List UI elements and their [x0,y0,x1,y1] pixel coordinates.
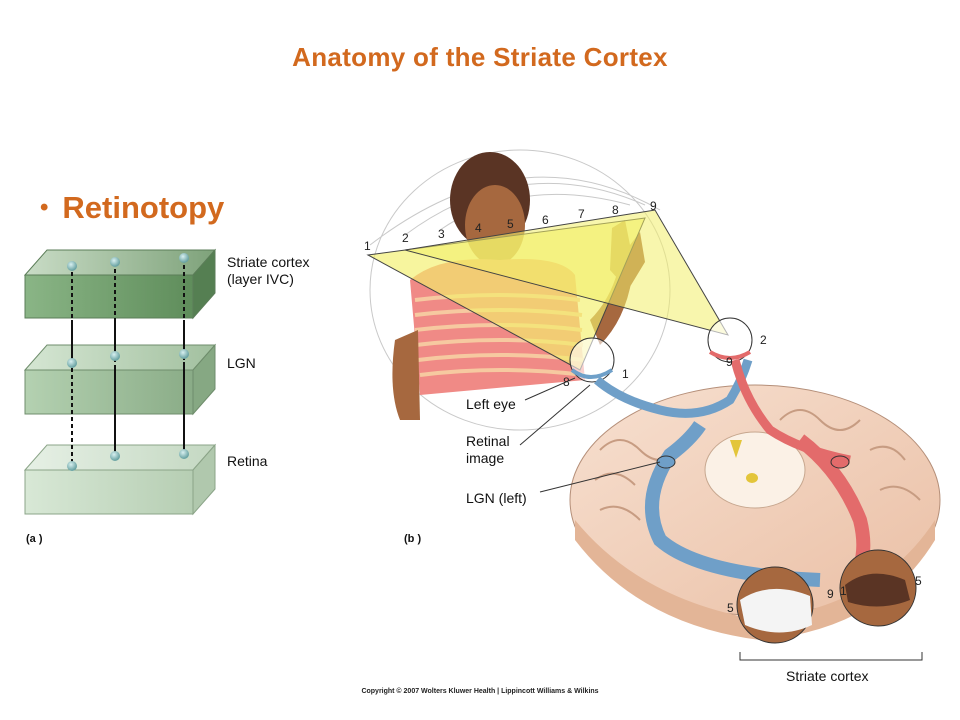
right-eye-number-2: 2 [760,333,767,347]
cortex-number-1: 1 [840,584,847,598]
label-retinal-image: Retinal image [466,433,510,467]
field-number-9: 9 [650,199,657,213]
bullet-text: Retinotopy [62,190,225,225]
striate-cortex-insets [736,549,917,644]
right-eye-number-9: 9 [726,355,733,369]
label-striate-cortex: Striate cortex (layer IVC) [227,254,309,288]
leader-lines [519,377,661,493]
cortex-number-5-left: 5 [727,601,734,615]
bullet-dot: • [40,194,49,221]
label-striate-cortex-line1: Striate cortex [227,254,310,270]
slide-title: Anatomy of the Striate Cortex [292,42,668,72]
neuron-beads [67,253,189,471]
right-eye [707,317,753,363]
field-number-7: 7 [578,207,585,221]
label-retina: Retina [227,453,268,469]
label-striate-cortex-line2: (layer IVC) [227,271,294,287]
panel-tag-a: (a ) [26,533,43,545]
field-number-3: 3 [438,227,445,241]
label-lgn-left: LGN (left) [466,490,527,506]
field-number-6: 6 [542,213,549,227]
field-number-5: 5 [507,217,514,231]
left-eye-number-8: 8 [563,375,570,389]
cortex-number-9: 9 [827,587,834,601]
cortex-number-5-right: 5 [915,574,922,588]
bullet-item-retinotopy: • Retinotopy [40,190,224,226]
left-eye [569,337,615,383]
label-retinal-image-line1: Retinal [466,433,510,449]
left-eye-number-1: 1 [622,367,629,381]
field-number-1: 1 [364,239,371,253]
copyright-notice: Copyright © 2007 Wolters Kluwer Health |… [361,688,599,695]
label-left-eye: Left eye [466,396,516,412]
panel-tag-b: (b ) [404,533,422,545]
label-striate-cortex-b: Striate cortex [786,668,869,684]
striate-cortex-slab [23,248,217,320]
striate-cortex-brace [739,652,923,661]
label-lgn: LGN [227,355,256,371]
field-number-2: 2 [402,231,409,245]
field-number-4: 4 [475,221,482,235]
retina-slab [23,443,217,516]
visual-field-projection [366,209,730,371]
label-retinal-image-line2: image [466,450,505,466]
field-number-8: 8 [612,203,619,217]
projection-lines [71,258,185,462]
